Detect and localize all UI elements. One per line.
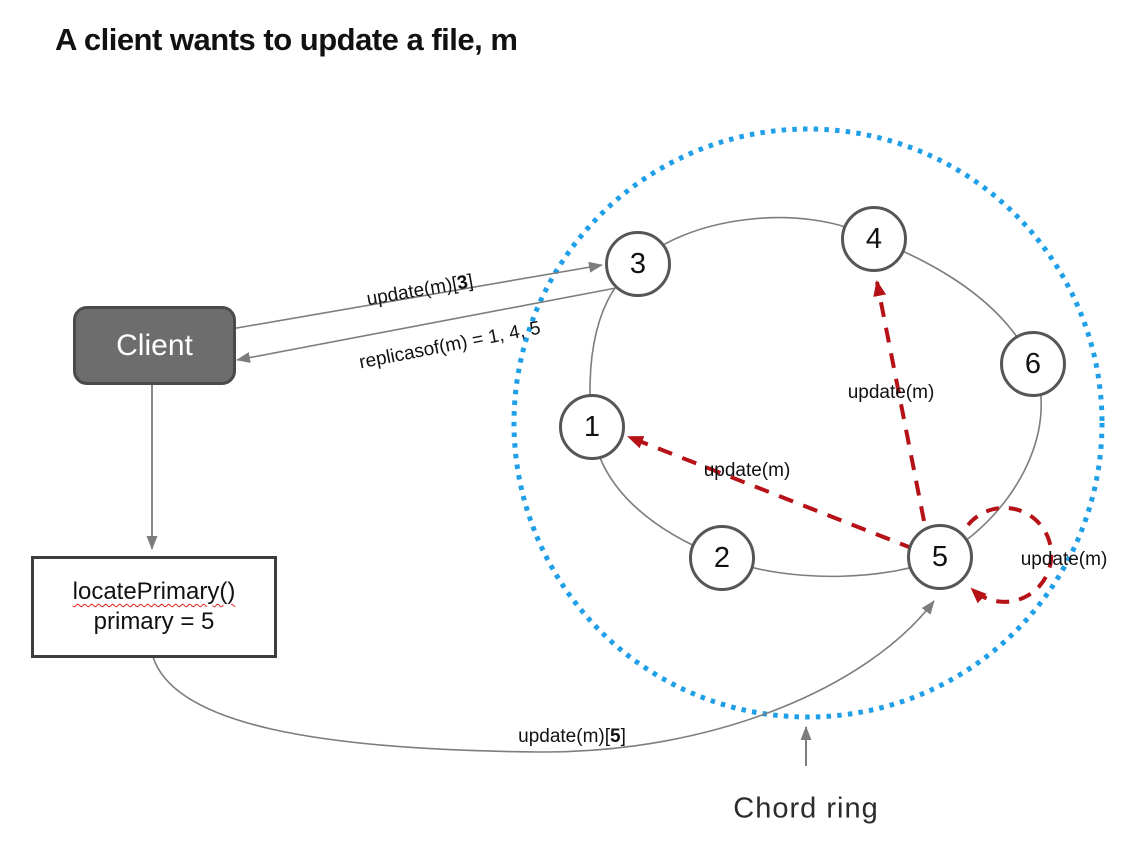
arrow-node5-self-loop	[966, 505, 1054, 604]
node-2-label: 2	[713, 541, 731, 574]
locate-primary-box: locatePrimary() primary = 5	[31, 556, 277, 658]
node-4-label: 4	[865, 222, 883, 255]
chord-ring-dotted-circle	[511, 126, 1105, 720]
page-title: A client wants to update a file, m	[55, 22, 518, 57]
label-update-m-5-bold: 5	[610, 726, 621, 747]
client-label: Client	[116, 328, 193, 362]
locate-primary-call: locatePrimary()	[72, 578, 236, 605]
node-6: 6	[1000, 331, 1066, 397]
node-5-label: 5	[931, 540, 949, 573]
label-update-m-5-prefix: update(m)[	[518, 726, 611, 747]
node-4: 4	[841, 206, 907, 272]
primary-result: primary = 5	[93, 608, 215, 635]
node-3-label: 3	[629, 247, 647, 280]
client-box: Client	[73, 306, 236, 385]
node-6-label: 6	[1024, 347, 1042, 380]
node-3: 3	[605, 231, 671, 297]
label-chord-ring: Chord ring	[733, 792, 879, 825]
node-1-label: 1	[583, 410, 601, 443]
node-5: 5	[907, 524, 973, 590]
label-update-m-5-suffix: ]	[620, 726, 626, 747]
label-update-m-loop: update(m)	[1020, 549, 1108, 570]
arrow-client-to-node3	[230, 261, 603, 330]
label-update-m-vertical: update(m)	[847, 382, 935, 403]
arrow-box-to-node5	[152, 600, 935, 753]
label-update-m-mid: update(m)	[703, 460, 791, 481]
arrow-node3-to-client	[236, 287, 617, 363]
label-update-m-5: update(m)[5]	[518, 726, 626, 748]
node-1: 1	[559, 394, 625, 460]
arrow-node5-to-node4	[873, 280, 926, 522]
node-2: 2	[689, 525, 755, 591]
arrow-node5-to-node1	[627, 435, 915, 551]
